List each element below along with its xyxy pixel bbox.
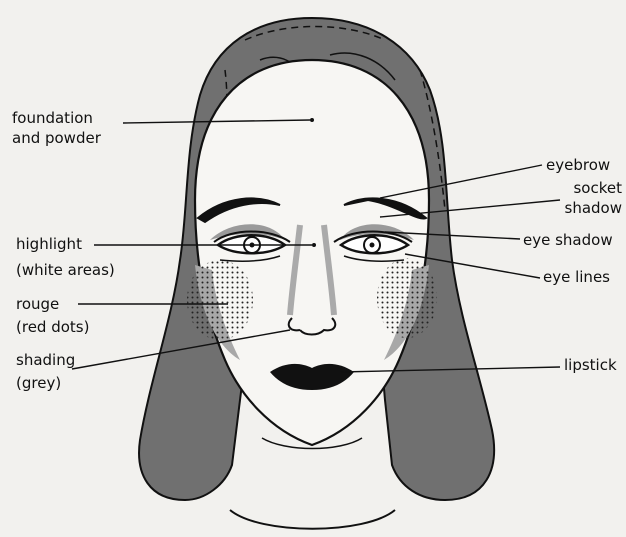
label-highlight: highlight (white areas): [16, 234, 115, 280]
label-socket-line2: shadow: [556, 198, 622, 218]
label-eye-shadow: eye shadow: [523, 230, 613, 250]
label-lipstick: lipstick: [564, 355, 617, 375]
label-eyebrow: eyebrow: [546, 155, 610, 175]
label-foundation: foundation and powder: [12, 108, 101, 148]
label-rouge: rouge (red dots): [16, 294, 89, 337]
label-rouge-line1: rouge: [16, 294, 89, 314]
label-socket-line1: socket: [556, 178, 622, 198]
label-highlight-line1: highlight: [16, 234, 115, 254]
rouge-left: [187, 260, 253, 340]
label-shading: shading (grey): [16, 350, 75, 393]
label-socket-shadow: socket shadow: [556, 178, 622, 218]
label-highlight-line2: (white areas): [16, 260, 115, 280]
label-foundation-line2: and powder: [12, 128, 101, 148]
rouge-right: [377, 258, 437, 338]
label-rouge-line2: (red dots): [16, 317, 89, 337]
label-shading-line2: (grey): [16, 373, 75, 393]
label-foundation-line1: foundation: [12, 108, 101, 128]
label-eye-lines: eye lines: [543, 267, 610, 287]
label-shading-line1: shading: [16, 350, 75, 370]
